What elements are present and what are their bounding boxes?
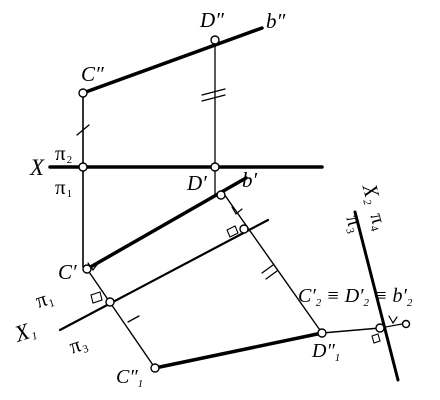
point-c-top: [82, 264, 92, 274]
tick-mark: [261, 264, 274, 274]
right-angle-mark: [90, 291, 103, 304]
point-c1: [150, 363, 160, 373]
label-x2: X2: [356, 180, 386, 207]
axis-x2: [353, 210, 400, 382]
label-b-front: b″: [266, 9, 286, 33]
label-c-top: C′: [58, 260, 77, 284]
label-c1: C″1: [116, 366, 143, 390]
point-view-end: [401, 319, 411, 329]
label-pi3-right: π3: [340, 213, 367, 235]
tick-mark: [201, 94, 226, 102]
tick-mark: [127, 315, 140, 323]
label-pi1: π1: [55, 175, 72, 200]
link-d1-to-point: [321, 327, 381, 334]
link-c-to-c1: [86, 268, 156, 369]
label-pi3-lower: π3: [66, 330, 90, 359]
segment-c-d-front: [81, 26, 264, 95]
point-d-axis: [210, 162, 220, 172]
point-x2-intersection: [375, 323, 385, 333]
point-c-x1: [105, 297, 115, 307]
label-pi1-lower: π1: [32, 285, 56, 314]
point-d1: [317, 328, 327, 338]
label-c-front: C″: [81, 62, 104, 86]
link-d-to-d1: [223, 193, 323, 334]
point-d-top: [216, 190, 226, 200]
point-c-axis: [78, 162, 88, 172]
right-angle-mark: [226, 225, 239, 238]
point-c-front: [78, 88, 88, 98]
label-pi4: π4: [365, 211, 392, 233]
tick-mark: [76, 124, 90, 136]
label-d-top: D′: [186, 171, 207, 195]
right-angle-mark: [371, 333, 381, 344]
label-x1: X1: [11, 317, 40, 348]
point-d-front: [210, 35, 220, 45]
segment-c1-d1: [153, 331, 324, 370]
tick-mark: [265, 270, 278, 280]
label-x: X: [29, 155, 45, 180]
label-coincident-points: C′2 ≡ D′2 ≡ b′2: [298, 285, 413, 309]
view-direction-mark: [231, 206, 243, 215]
view-direction-mark: [388, 315, 398, 325]
axis-x1: [58, 218, 270, 332]
label-b-top: b′: [242, 168, 258, 192]
label-pi2: π2: [55, 141, 72, 166]
label-d-front: D″: [199, 8, 224, 32]
point-d-x1: [239, 224, 249, 234]
tick-mark: [201, 88, 226, 96]
label-d1: D″1: [311, 340, 340, 364]
